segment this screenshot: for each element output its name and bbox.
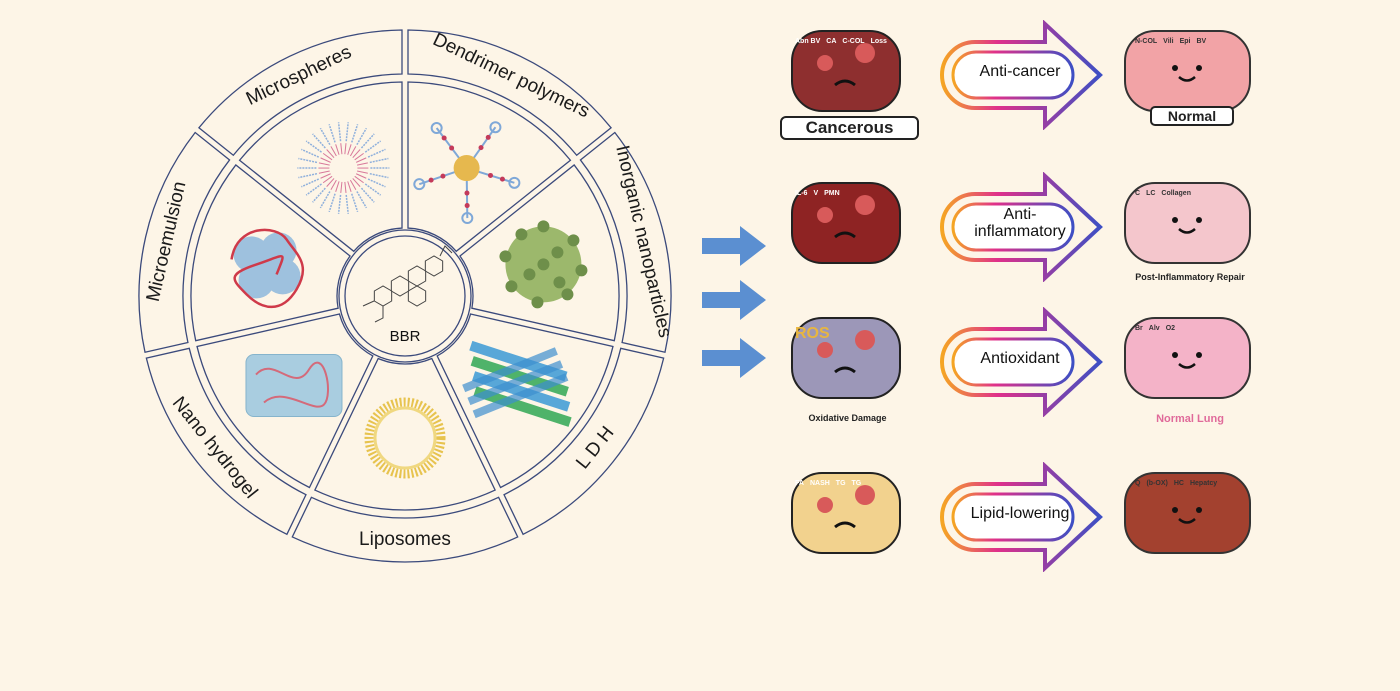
tag: TG xyxy=(851,480,862,487)
wheel-segment: L D H xyxy=(436,313,665,536)
segment-illustration-area xyxy=(407,81,572,253)
tag: BV xyxy=(1196,38,1207,45)
before-caption: Cancerous xyxy=(780,116,919,140)
nanoparticle-icon xyxy=(499,220,588,309)
segment-label: Liposomes xyxy=(359,529,451,550)
effect-label: Anti-cancer xyxy=(979,62,1061,80)
tag: Q xyxy=(1135,480,1141,487)
tag: (b-OX) xyxy=(1146,480,1168,487)
before-tags: FA NASH TG TG xyxy=(795,480,867,487)
gradient-arrow-icon xyxy=(940,172,1103,282)
effect-row: Oxidative Damage Antioxidant Normal Lung… xyxy=(775,295,1265,425)
tag: NASH xyxy=(809,480,830,487)
segment-label-band xyxy=(138,131,231,354)
segment-illustration-area xyxy=(313,357,497,511)
blue-arrow-icon xyxy=(702,226,766,266)
after-caption: Normal Lung xyxy=(1156,413,1224,425)
tag: Loss xyxy=(870,38,887,45)
before-tags: Abn BV CA C-COL Loss xyxy=(795,38,893,45)
before-caption: Oxidative Damage xyxy=(808,413,887,423)
effect-row: Cancerous Anti-cancer Normal Abn BV CA C-C… xyxy=(775,8,1265,140)
before-illustration xyxy=(791,182,901,264)
before-illustration xyxy=(791,472,901,554)
after-illustration xyxy=(1124,472,1251,554)
before-illustration xyxy=(791,317,901,399)
tag: TG xyxy=(835,480,846,487)
segment-label-band xyxy=(407,29,613,157)
effect-label: Antioxidant xyxy=(980,349,1060,367)
after-tags: C LC Collagen xyxy=(1135,190,1197,197)
wheel-segment: Nano hydrogel xyxy=(145,313,374,536)
gradient-arrow-icon xyxy=(940,462,1103,572)
liposome-icon xyxy=(364,397,446,479)
center-label: BBR xyxy=(390,328,421,345)
tag: C xyxy=(1135,190,1141,197)
tag: V xyxy=(813,190,819,197)
segment-label-band xyxy=(145,347,307,536)
after-illustration xyxy=(1124,317,1251,399)
before-tags: ROS xyxy=(795,325,836,343)
tag: PMN xyxy=(824,190,840,197)
tag: LC xyxy=(1146,190,1156,197)
dendrimer-icon xyxy=(413,121,521,225)
tag: ROS xyxy=(795,325,830,342)
tag: C-COL xyxy=(842,38,865,45)
gradient-arrow-icon xyxy=(940,20,1103,130)
effect-label: Anti-inflammatory xyxy=(974,206,1066,240)
tag: Hepatcy xyxy=(1189,480,1218,487)
segment-label-band xyxy=(197,29,403,157)
tag: Alv xyxy=(1148,325,1160,332)
after-caption: Post-Inflammatory Repair xyxy=(1135,272,1245,282)
after-caption: Normal xyxy=(1150,106,1234,126)
effect-label: Lipid-lowering xyxy=(970,504,1070,522)
tag: N-COL xyxy=(1135,38,1158,45)
tag: FA xyxy=(795,480,804,487)
blue-arrow-icon xyxy=(702,338,766,378)
after-tags: N-COL Vili Epi BV xyxy=(1135,38,1212,45)
wheel-segment: Inorganic nanoparticles xyxy=(459,131,675,354)
effect-row: Anti-inflammatory Post-Inflammatory Repa… xyxy=(775,160,1265,290)
wheel-segment: Liposomes xyxy=(291,357,519,563)
microsphere-icon xyxy=(297,122,390,214)
tag: Vili xyxy=(1163,38,1174,45)
ldh-layer-icon xyxy=(462,340,572,427)
wheel-segment: Microspheres xyxy=(197,29,403,253)
tag: IL-6 xyxy=(795,190,808,197)
tag: Abn BV xyxy=(795,38,821,45)
after-tags: Br Alv O2 xyxy=(1135,325,1181,332)
blue-arrow-icon xyxy=(702,280,766,320)
after-tags: Q (b-OX) HC Hepatcy xyxy=(1135,480,1223,487)
input-arrows xyxy=(702,226,766,378)
before-illustration xyxy=(791,30,901,112)
segment-label-band xyxy=(291,496,519,563)
center-circle xyxy=(344,235,466,357)
gradient-arrow-icon xyxy=(940,307,1103,417)
tag: Br xyxy=(1135,325,1143,332)
microemulsion-icon xyxy=(230,228,305,308)
berberine-structure-icon xyxy=(362,245,453,323)
tag: Collagen xyxy=(1161,190,1191,197)
hydrogel-icon xyxy=(245,354,343,418)
segment-label-band xyxy=(579,131,672,354)
effect-row: Lipid-lowering FA NASH TG TG Q (b-OX) HC Hepat… xyxy=(775,450,1265,580)
before-tags: IL-6 V PMN xyxy=(795,190,846,197)
after-illustration xyxy=(1124,182,1251,264)
tag: HC xyxy=(1173,480,1184,487)
segment-illustration-area xyxy=(436,313,614,489)
center-ring xyxy=(338,229,472,363)
tag: Epi xyxy=(1179,38,1191,45)
tag: O2 xyxy=(1165,325,1176,332)
segment-illustration-area xyxy=(238,81,403,253)
tag: CA xyxy=(826,38,837,45)
segment-label-band xyxy=(503,347,665,536)
